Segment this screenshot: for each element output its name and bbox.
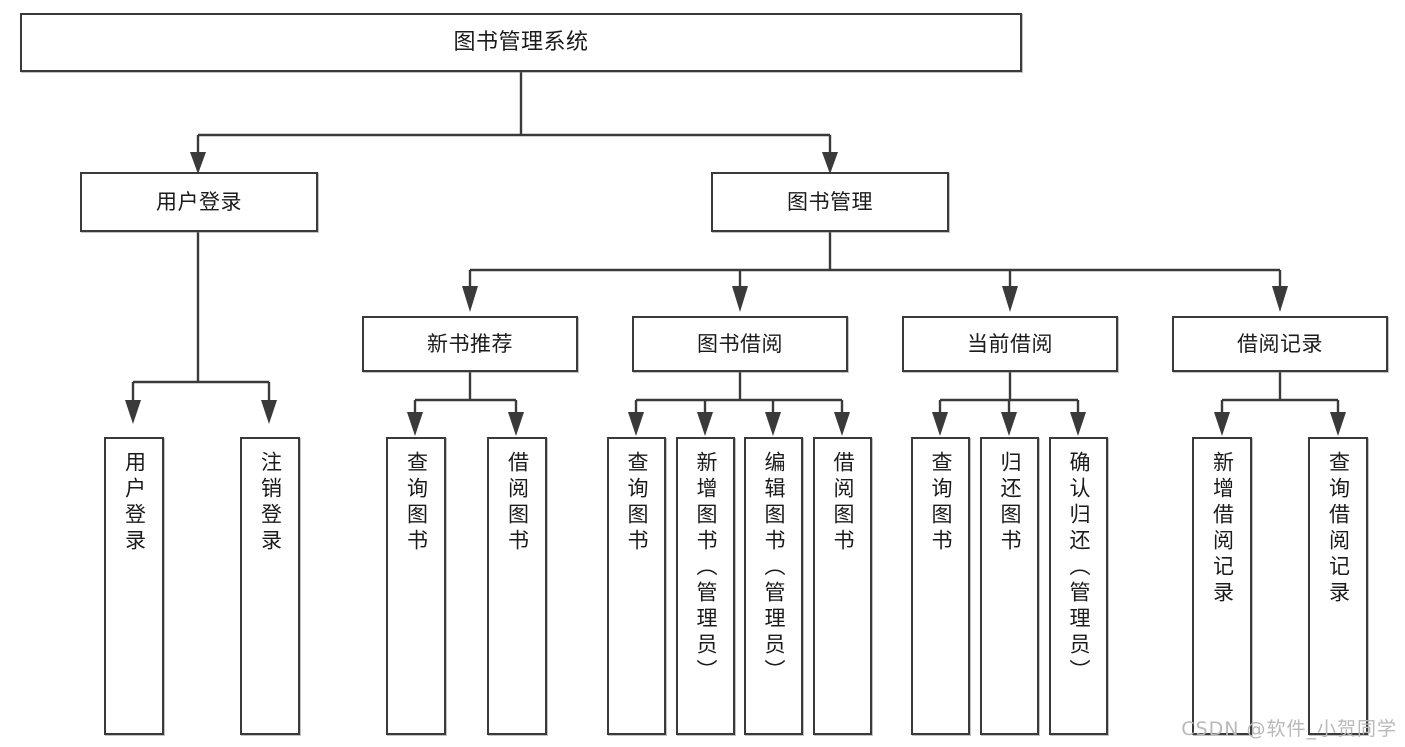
leaf-record-add-record[interactable]: 新增借阅记录 [1192,437,1252,735]
node-label: 图书管理 [787,189,873,214]
node-label: 当前借阅 [967,331,1053,356]
node-label: 新增图书（管理员） [694,451,718,685]
node-label: 借阅记录 [1237,331,1323,356]
node-label: 新书推荐 [427,331,513,356]
node-label: 用户登录 [156,189,242,214]
leaf-user-login-logout[interactable]: 注销登录 [240,437,300,735]
node-label: 借阅图书 [505,451,530,555]
node-label: 查询借阅记录 [1326,451,1351,607]
node-label: 确认归还（管理员） [1067,451,1091,685]
node-current-borrow[interactable]: 当前借阅 [902,316,1118,372]
node-label: 用户登录 [122,451,147,555]
node-user-login[interactable]: 用户登录 [80,172,318,232]
node-label: 图书管理系统 [453,29,589,55]
node-label: 归还图书 [998,451,1022,555]
node-label: 注销登录 [258,451,283,555]
node-label: 图书借阅 [697,331,783,356]
node-label: 查询图书 [929,451,953,555]
node-label: 查询图书 [625,451,649,555]
node-label: 新增借阅记录 [1210,451,1235,607]
leaf-current-return-book[interactable]: 归还图书 [980,437,1039,735]
leaf-record-query-record[interactable]: 查询借阅记录 [1308,437,1368,735]
leaf-recommend-query-book[interactable]: 查询图书 [386,437,446,735]
leaf-borrow-borrow-book[interactable]: 借阅图书 [813,437,872,735]
node-root-system[interactable]: 图书管理系统 [20,13,1022,72]
node-new-book-recommend[interactable]: 新书推荐 [362,316,578,372]
node-label: 编辑图书（管理员） [762,451,786,685]
leaf-borrow-query-book[interactable]: 查询图书 [607,437,666,735]
node-label: 查询图书 [404,451,429,555]
node-borrow-record[interactable]: 借阅记录 [1172,316,1388,372]
leaf-recommend-borrow-book[interactable]: 借阅图书 [487,437,547,735]
leaf-current-confirm-return-admin[interactable]: 确认归还（管理员） [1049,437,1108,735]
leaf-borrow-edit-book-admin[interactable]: 编辑图书（管理员） [744,437,803,735]
node-label: 借阅图书 [831,451,855,555]
leaf-current-query-book[interactable]: 查询图书 [911,437,970,735]
leaf-user-login-login[interactable]: 用户登录 [104,437,164,735]
node-book-management[interactable]: 图书管理 [711,172,949,232]
node-book-borrow[interactable]: 图书借阅 [632,316,848,372]
leaf-borrow-add-book-admin[interactable]: 新增图书（管理员） [676,437,735,735]
